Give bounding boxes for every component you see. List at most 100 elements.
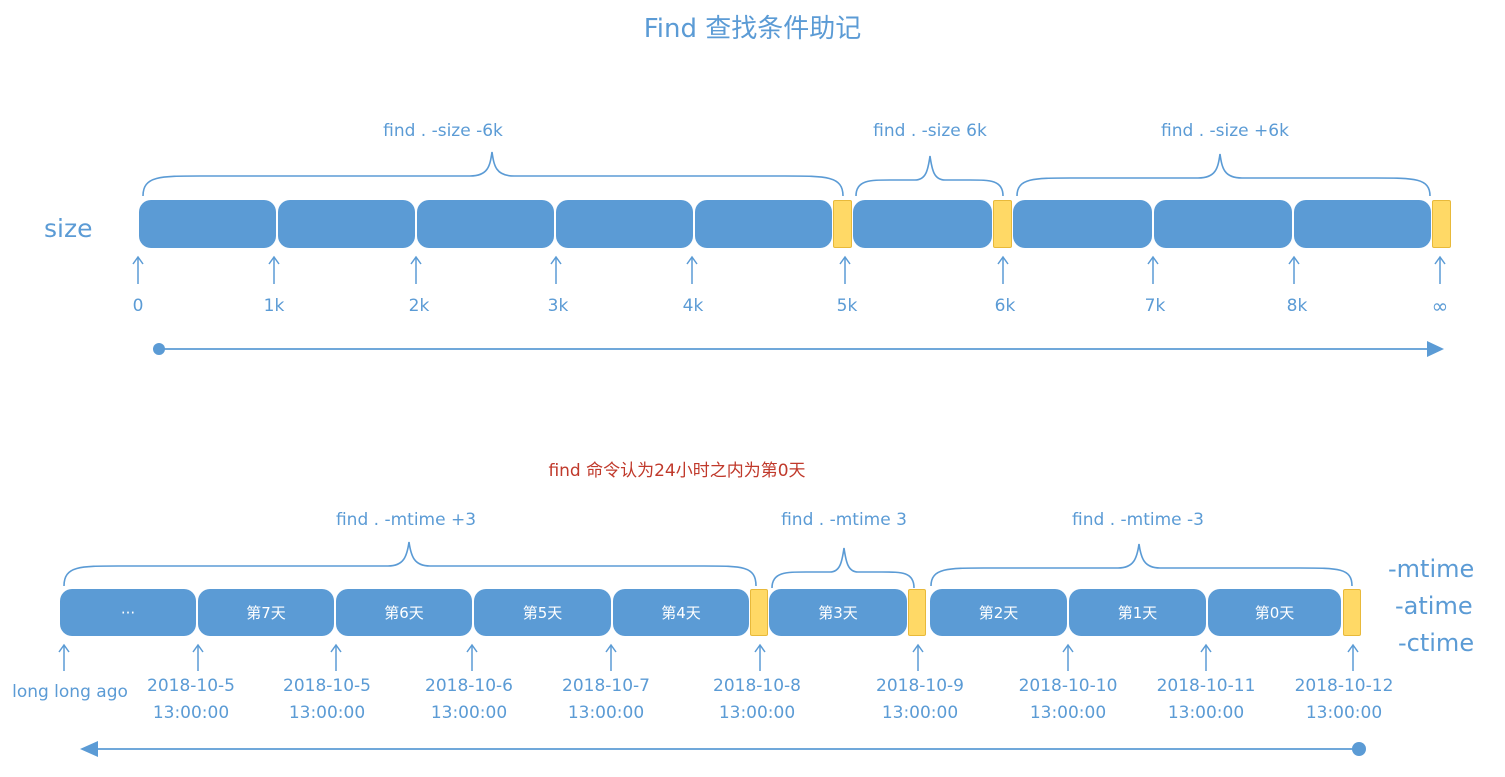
- size-segment-3k-4k: [556, 200, 693, 248]
- atime-label: -atime: [1395, 592, 1473, 620]
- time-tick-date-5: 2018-10-8 13:00:00: [692, 673, 822, 727]
- time-arrow-6: [912, 643, 924, 671]
- size-bracket-1: [142, 151, 844, 197]
- time-tick-long-ago: long long ago: [12, 682, 128, 702]
- time-arrow-0: [58, 643, 70, 671]
- size-segment-7k-8k: [1154, 200, 1292, 248]
- size-segment-8k-inf: [1294, 200, 1431, 248]
- size-arrow-inf: [1434, 255, 1446, 284]
- date-line: 2018-10-10: [1018, 676, 1118, 696]
- size-row-label: size: [44, 214, 93, 243]
- time-arrow-7: [1062, 643, 1074, 671]
- date-line: 2018-10-7: [562, 676, 650, 696]
- size-tick-5k: 5k: [836, 296, 858, 316]
- size-bracket-3: [1016, 153, 1431, 197]
- date-line: 2018-10-12: [1294, 676, 1394, 696]
- time-tick-date-8: 2018-10-11 13:00:00: [1141, 673, 1271, 727]
- time-tick-date-6: 2018-10-9 13:00:00: [855, 673, 985, 727]
- time-segment-day7: 第7天: [198, 589, 334, 636]
- time-tick-date-1: 2018-10-5 13:00:00: [126, 673, 256, 727]
- size-bracket-label-1: find . -size -6k: [383, 121, 503, 141]
- size-arrow-5k: [839, 255, 851, 284]
- time-bracket-label-2: find . -mtime 3: [781, 510, 907, 530]
- time-tick-date-9: 2018-10-12 13:00:00: [1279, 673, 1409, 727]
- time-line: 13:00:00: [152, 703, 230, 723]
- time-gap-day0: [1343, 589, 1361, 636]
- time-tick-date-3: 2018-10-6 13:00:00: [404, 673, 534, 727]
- time-bracket-label-3: find . -mtime -3: [1072, 510, 1204, 530]
- size-tick-7k: 7k: [1144, 296, 1166, 316]
- size-segment-5k-6k: [853, 200, 992, 248]
- time-arrow-5: [754, 643, 766, 671]
- time-line: 13:00:00: [881, 703, 959, 723]
- time-bracket-2: [771, 547, 915, 589]
- date-line: 2018-10-5: [283, 676, 371, 696]
- size-arrow-1k: [268, 255, 280, 284]
- time-line: 13:00:00: [1305, 703, 1383, 723]
- size-segment-4k-5k: [695, 200, 832, 248]
- size-segment-1k-2k: [278, 200, 415, 248]
- size-axis-line: [153, 341, 1444, 357]
- size-gap-5k: [833, 200, 852, 248]
- time-line: 13:00:00: [1167, 703, 1245, 723]
- diagram-title: Find 查找条件助记: [643, 14, 862, 44]
- size-tick-2k: 2k: [408, 296, 430, 316]
- size-gap-inf: [1432, 200, 1451, 248]
- size-segment-2k-3k: [417, 200, 554, 248]
- size-tick-3k: 3k: [547, 296, 569, 316]
- size-bracket-2: [855, 155, 1004, 197]
- size-arrow-4k: [686, 255, 698, 284]
- time-segment-day6: 第6天: [336, 589, 472, 636]
- time-tick-date-7: 2018-10-10 13:00:00: [1003, 673, 1133, 727]
- time-segment-day0: 第0天: [1208, 589, 1341, 636]
- time-bracket-3: [930, 543, 1353, 587]
- size-arrow-8k: [1288, 255, 1300, 284]
- size-arrow-2k: [410, 255, 422, 284]
- size-tick-infinity: ∞: [1431, 294, 1449, 318]
- date-line: 2018-10-6: [425, 676, 513, 696]
- time-arrow-8: [1200, 643, 1212, 671]
- date-line: 2018-10-11: [1156, 676, 1256, 696]
- time-bracket-1: [63, 541, 757, 587]
- time-gap-day4: [750, 589, 768, 636]
- time-segment-day3: 第3天: [769, 589, 907, 636]
- time-line: 13:00:00: [288, 703, 366, 723]
- size-tick-4k: 4k: [682, 296, 704, 316]
- size-tick-6k: 6k: [994, 296, 1016, 316]
- size-tick-0: 0: [132, 296, 144, 316]
- size-segment-6k-7k: [1013, 200, 1152, 248]
- time-bracket-label-1: find . -mtime +3: [335, 510, 477, 530]
- time-arrow-9: [1347, 643, 1359, 671]
- size-arrow-7k: [1147, 255, 1159, 284]
- mtime-label: -mtime: [1388, 555, 1475, 583]
- time-tick-date-2: 2018-10-5 13:00:00: [262, 673, 392, 727]
- time-arrow-4: [605, 643, 617, 671]
- time-gap-day3: [908, 589, 926, 636]
- time-line: 13:00:00: [718, 703, 796, 723]
- time-line: 13:00:00: [1029, 703, 1107, 723]
- size-tick-8k: 8k: [1286, 296, 1308, 316]
- date-line: 2018-10-9: [876, 676, 964, 696]
- size-segment-0-1k: [139, 200, 276, 248]
- time-segment-day1: 第1天: [1069, 589, 1206, 636]
- time-segment-day4: 第4天: [613, 589, 749, 636]
- time-tick-date-4: 2018-10-7 13:00:00: [541, 673, 671, 727]
- time-arrow-3: [466, 643, 478, 671]
- time-arrow-2: [330, 643, 342, 671]
- time-segment-ellipsis: ···: [60, 589, 196, 636]
- time-segment-day5: 第5天: [474, 589, 611, 636]
- time-segment-day2: 第2天: [930, 589, 1067, 636]
- time-arrow-1: [192, 643, 204, 671]
- size-gap-6k: [993, 200, 1012, 248]
- size-bracket-label-2: find . -size 6k: [873, 121, 987, 141]
- time-axis-line: [80, 741, 1366, 757]
- size-arrow-3k: [550, 255, 562, 284]
- size-bracket-label-3: find . -size +6k: [1161, 121, 1289, 141]
- time-line: 13:00:00: [567, 703, 645, 723]
- time-line: 13:00:00: [430, 703, 508, 723]
- date-line: 2018-10-5: [147, 676, 235, 696]
